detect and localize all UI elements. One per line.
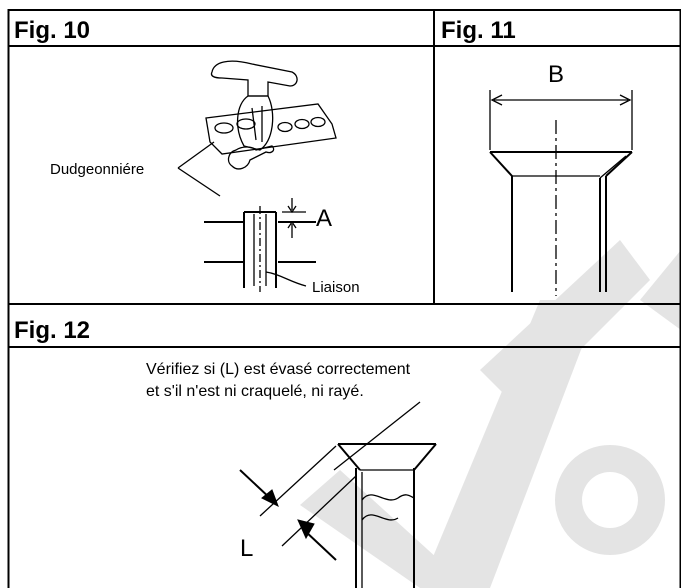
flare-inspection-illustration (239, 401, 437, 588)
flare-dimension-illustration (489, 90, 633, 296)
fig10-title: Fig. 10 (14, 17, 90, 44)
dudgeonniere-label: Dudgeonniére (50, 161, 144, 178)
fig11-title: Fig. 11 (441, 17, 516, 44)
flaring-tool-illustration (177, 60, 337, 197)
dimension-l-label: L (240, 535, 253, 562)
fig12-title: Fig. 12 (14, 317, 90, 344)
flare-gauge-illustration (204, 198, 316, 292)
liaison-label: Liaison (312, 279, 360, 296)
inspection-note-line2: et s'il n'est ni craquelé, ni rayé. (146, 383, 364, 400)
inspection-note-line1: Vérifiez si (L) est évasé correctement (146, 361, 411, 378)
dimension-b-label: B (548, 61, 564, 88)
watermark (300, 240, 681, 588)
dimension-a-label: A (316, 205, 332, 232)
